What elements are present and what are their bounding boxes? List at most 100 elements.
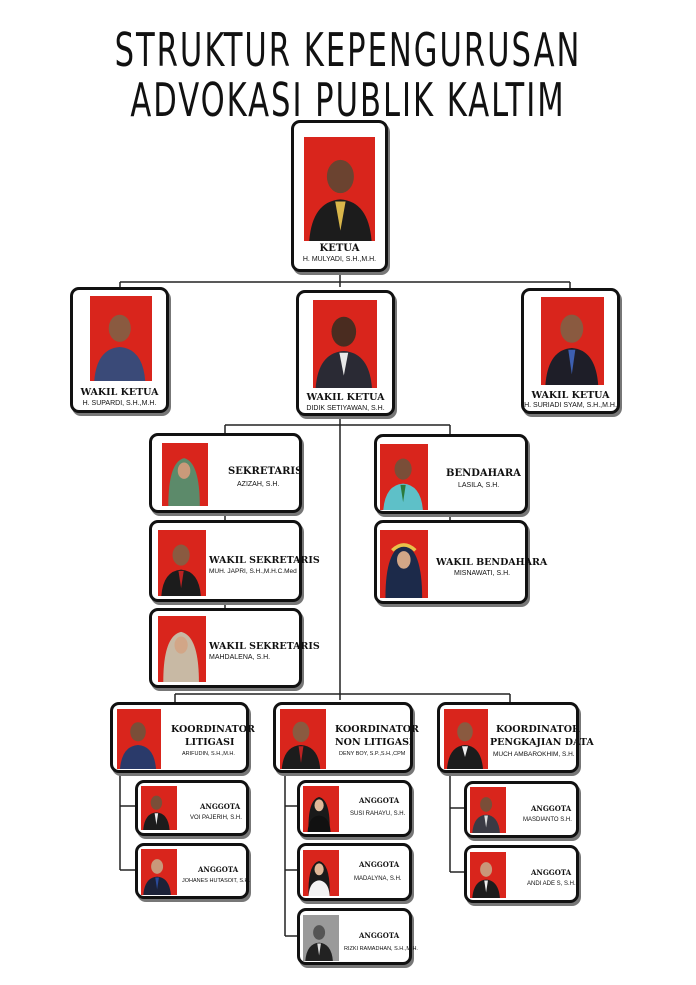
person-silhouette-icon [120, 722, 156, 769]
wakil-ketua-role: WAKIL KETUA [531, 390, 610, 401]
anggota-role: ANGGOTA [359, 860, 400, 869]
wakil-ketua-name: H. SURIADI SYAM, S.H.,M.H. [524, 402, 617, 409]
anggota-name: ANDI ADE S, S.H. [527, 881, 576, 887]
wakil-ketua-role: WAKIL KETUA [80, 387, 159, 398]
bendahara-photo [380, 444, 428, 510]
koordinator-role-line1: KOORDINATOR [496, 724, 580, 735]
wakil-bendahara-name: MISNAWATI, S.H. [454, 570, 511, 577]
wakil-ketua-photo [541, 297, 604, 385]
person-silhouette-icon [309, 159, 372, 241]
person-silhouette-icon [161, 544, 201, 596]
koordinator-photo [280, 709, 326, 769]
wakil-sekretaris-name: MAHDALENA, S.H. [209, 654, 271, 661]
bendahara-role: BENDAHARA [446, 468, 521, 479]
anggota-role: ANGGOTA [359, 931, 400, 940]
chart-title-line2: ADVOKASI PUBLIK KALTIM [130, 74, 566, 128]
anggota-name: MADALYNA, S.H. [354, 876, 402, 882]
anggota-name: JOHANES HUTASOIT, S.H. [182, 878, 251, 884]
wakil-sekretaris-name: MUH. JAPRI, S.H.,M.H.C.Med [209, 568, 297, 575]
wakil-ketua-name: DIDIK SETIYAWAN, S.H. [306, 405, 385, 412]
wakil-sekretaris-card: WAKIL SEKRETARIS MAHDALENA, S.H. [149, 608, 320, 688]
anggota-role: ANGGOTA [198, 865, 239, 874]
ketua-photo [304, 137, 375, 241]
person-silhouette-icon [163, 631, 199, 682]
anggota-photo [470, 852, 506, 898]
wakil-bendahara-photo [380, 530, 428, 598]
person-silhouette-icon [94, 314, 146, 381]
person-silhouette-icon [447, 722, 483, 769]
sekretaris-name: AZIZAH, S.H. [237, 481, 280, 488]
anggota-name: SUSI RAHAYU, S.H. [350, 811, 406, 817]
koordinator-pengkajian-card: KOORDINATOR PENGKAJIAN DATA MUCH AMBAROK… [437, 702, 594, 773]
person-silhouette-icon [143, 859, 171, 895]
anggota-photo [303, 915, 339, 961]
koordinator-role-line1: KOORDINATOR [171, 724, 255, 735]
anggota-role: ANGGOTA [359, 796, 400, 805]
person-silhouette-icon [472, 797, 500, 833]
koordinator-non-litigasi-card: KOORDINATOR NON LITIGASI DENY BOY, S.P.,… [273, 702, 419, 773]
anggota-role: ANGGOTA [200, 802, 241, 811]
wakil-ketua-card: WAKIL KETUA H. SUPARDI, S.H.,M.H. [70, 287, 169, 413]
wakil-ketua-card: WAKIL KETUA H. SURIADI SYAM, S.H.,M.H. [521, 288, 620, 414]
bendahara-card: BENDAHARA LASILA, S.H. [374, 434, 528, 514]
wakil-ketua-card: WAKIL KETUA DIDIK SETIYAWAN, S.H. [296, 290, 395, 416]
koordinator-role-line2: NON LITIGASI [335, 737, 414, 748]
anggota-photo [470, 787, 506, 833]
person-silhouette-icon [472, 862, 500, 898]
anggota-name: RIZKI RAMADHAN, S.H.,M.H. [344, 946, 418, 952]
koordinator-name: DENY BOY, S.P.,S.H.,CPM [339, 751, 406, 757]
sekretaris-photo [162, 443, 208, 506]
koordinator-role-line1: KOORDINATOR [335, 724, 419, 735]
person-silhouette-icon [383, 458, 423, 510]
koordinator-photo [444, 709, 488, 769]
wakil-ketua-name: H. SUPARDI, S.H.,M.H. [82, 400, 157, 407]
anggota-card: ANGGOTA JOHANES HUTASOIT, S.H. [135, 843, 251, 899]
anggota-card: ANGGOTA SUSI RAHAYU, S.H. [297, 780, 412, 837]
chart-title-line1: STRUKTUR KEPENGURUSAN [114, 24, 582, 78]
sekretaris-role: SEKRETARIS [228, 466, 303, 477]
person-silhouette-icon [168, 458, 200, 506]
wakil-bendahara-card: WAKIL BENDAHARA MISNAWATI, S.H. [374, 520, 547, 604]
anggota-photo [303, 786, 339, 832]
wakil-sekretaris-photo [158, 616, 206, 682]
bendahara-name: LASILA, S.H. [458, 482, 500, 489]
wakil-ketua-photo [313, 300, 377, 388]
ketua-card: KETUA H. MULYADI, S.H.,M.H. [291, 120, 388, 272]
anggota-card: ANGGOTA ANDI ADE S, S.H. [464, 845, 579, 903]
person-silhouette-icon [308, 861, 330, 896]
anggota-role: ANGGOTA [531, 804, 572, 813]
anggota-photo [141, 786, 177, 830]
person-silhouette-icon [315, 316, 372, 388]
anggota-photo [303, 850, 339, 896]
wakil-sekretaris-role: WAKIL SEKRETARIS [209, 641, 320, 652]
wakil-bendahara-role: WAKIL BENDAHARA [436, 557, 548, 568]
anggota-name: MASDIANTO S.H. [523, 817, 572, 823]
wakil-sekretaris-card: WAKIL SEKRETARIS MUH. JAPRI, S.H.,M.H.C.… [149, 520, 320, 602]
person-silhouette-icon [143, 795, 170, 830]
person-silhouette-icon [281, 721, 321, 769]
person-silhouette-icon [385, 543, 423, 598]
wakil-sekretaris-photo [158, 530, 206, 596]
koordinator-photo [117, 709, 161, 769]
koordinator-role-line2: PENGKAJIAN DATA [490, 737, 594, 748]
koordinator-litigasi-card: KOORDINATOR LITIGASI ARIFUDIN, S.H.,M.H. [110, 702, 255, 773]
sekretaris-card: SEKRETARIS AZIZAH, S.H. [149, 433, 302, 513]
anggota-photo [141, 849, 177, 895]
wakil-ketua-photo [90, 296, 152, 381]
anggota-name: VOI PAJERIH, S.H. [190, 815, 242, 821]
anggota-card: ANGGOTA RIZKI RAMADHAN, S.H.,M.H. [297, 908, 418, 965]
wakil-ketua-role: WAKIL KETUA [306, 392, 385, 403]
koordinator-name: MUCH AMBAROKHIM, S.H. [493, 751, 575, 758]
anggota-card: ANGGOTA MADALYNA, S.H. [297, 843, 412, 901]
ketua-role: KETUA [319, 243, 360, 254]
koordinator-name: ARIFUDIN, S.H.,M.H. [182, 751, 235, 757]
anggota-card: ANGGOTA MASDIANTO S.H. [464, 781, 579, 838]
person-silhouette-icon [305, 925, 333, 961]
anggota-card: ANGGOTA VOI PAJERIH, S.H. [135, 780, 249, 836]
person-silhouette-icon [307, 797, 331, 832]
anggota-role: ANGGOTA [531, 868, 572, 877]
ketua-name: H. MULYADI, S.H.,M.H. [302, 256, 377, 263]
wakil-sekretaris-role: WAKIL SEKRETARIS [209, 555, 320, 566]
koordinator-role-line2: LITIGASI [185, 737, 235, 748]
